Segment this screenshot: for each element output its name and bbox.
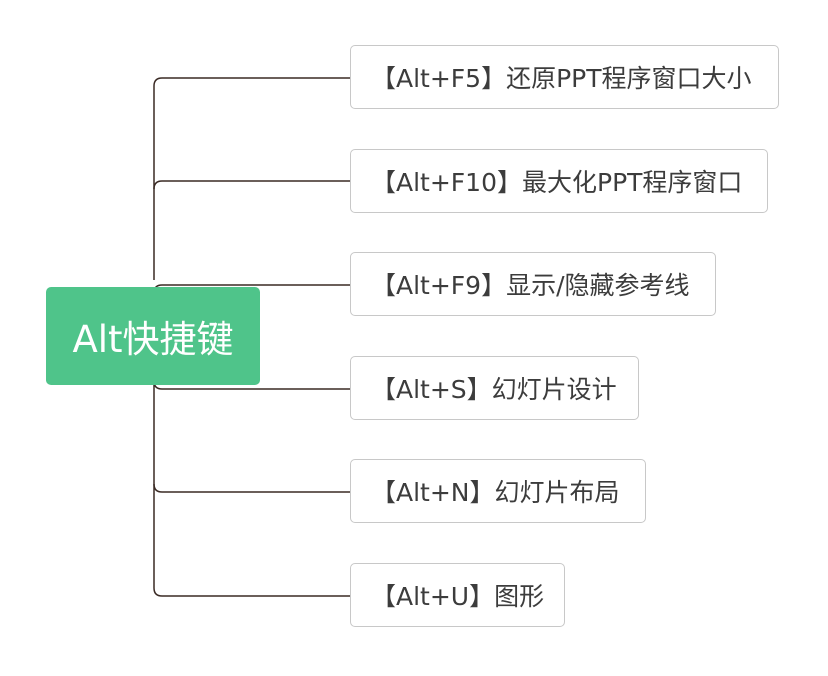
root-node-label: Alt快捷键 bbox=[72, 318, 234, 361]
root-node[interactable]: Alt快捷键 bbox=[46, 287, 260, 385]
branch-node-alt-f5[interactable]: 【Alt+F5】还原PPT程序窗口大小 bbox=[350, 45, 779, 109]
connector-line-1 bbox=[153, 77, 350, 280]
branch-node-label: 【Alt+F9】显示/隐藏参考线 bbox=[371, 271, 690, 300]
connector-line-5 bbox=[153, 483, 350, 493]
connector-line-6 bbox=[153, 385, 350, 597]
branch-node-label: 【Alt+S】幻灯片设计 bbox=[371, 375, 617, 404]
branch-node-alt-n[interactable]: 【Alt+N】幻灯片布局 bbox=[350, 459, 646, 523]
branch-node-label: 【Alt+F10】最大化PPT程序窗口 bbox=[371, 168, 743, 197]
branch-node-label: 【Alt+N】幻灯片布局 bbox=[371, 478, 620, 507]
branch-node-alt-u[interactable]: 【Alt+U】图形 bbox=[350, 563, 565, 627]
branch-node-alt-s[interactable]: 【Alt+S】幻灯片设计 bbox=[350, 356, 639, 420]
connector-line-2 bbox=[153, 180, 350, 190]
branch-node-label: 【Alt+U】图形 bbox=[371, 582, 545, 611]
branch-node-alt-f9[interactable]: 【Alt+F9】显示/隐藏参考线 bbox=[350, 252, 716, 316]
branch-node-label: 【Alt+F5】还原PPT程序窗口大小 bbox=[371, 64, 752, 93]
branch-node-alt-f10[interactable]: 【Alt+F10】最大化PPT程序窗口 bbox=[350, 149, 768, 213]
